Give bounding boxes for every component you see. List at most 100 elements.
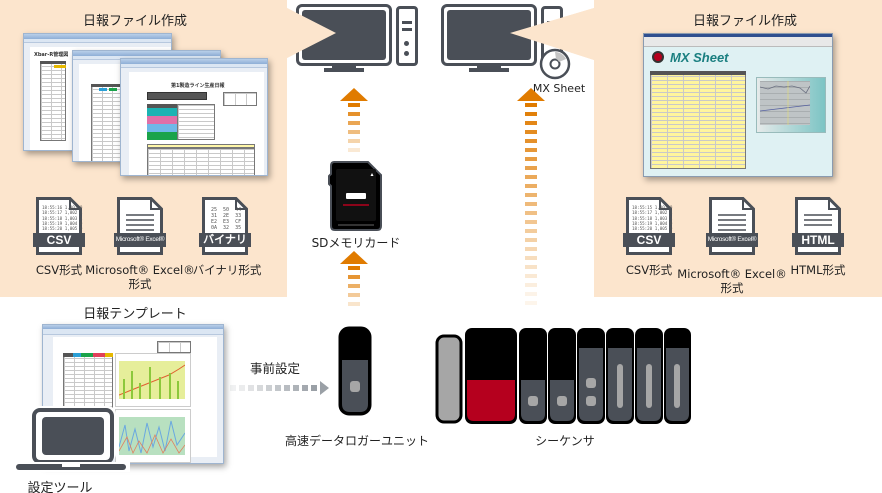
sequencer-label: シーケンサ [535, 434, 595, 448]
arrow-dash [525, 220, 537, 224]
sequencer-icon [435, 328, 691, 424]
arrow-dash [525, 238, 537, 242]
arrow-dash [525, 175, 537, 179]
xbar-r-sheet-title: Xbar-R管理図 [34, 52, 69, 58]
left-panel-title: 日報ファイル作成 [82, 14, 187, 29]
arrow-dash [239, 385, 245, 391]
arrow-head-icon [320, 381, 329, 395]
csv-content: 18:55:16 1,001 0 18:55:17 1,002 1 18:55:… [42, 205, 83, 232]
arrow-head-icon [340, 251, 368, 264]
excel-file-icon: Microsoft® Excel® [114, 197, 166, 255]
excel-format-label-line2: 形式 [128, 277, 152, 291]
arrow-dash [525, 103, 537, 107]
arrow-dash [311, 385, 317, 391]
template-title: 日報テンプレート [83, 307, 187, 322]
excel-file-icon: Microsoft® Excel® [706, 197, 758, 255]
arrow-dash [525, 229, 537, 233]
arrow-dash [525, 130, 537, 134]
data-logger-unit-label: 高速データロガーユニット [284, 434, 429, 448]
html-file-icon: HTML [792, 197, 844, 255]
excel-format-label-line1: Microsoft® Excel® [677, 267, 787, 281]
arrow-dash [293, 385, 299, 391]
arrow-dash [257, 385, 263, 391]
arrow-dash [525, 157, 537, 161]
template-window [42, 324, 224, 464]
mx-sheet-logo-text: MX Sheet [670, 50, 729, 65]
left-panel-pointer-overlay [287, 8, 336, 58]
laptop-icon [14, 406, 130, 472]
arrow-dash [525, 283, 537, 287]
arrow-dash [525, 112, 537, 116]
right-panel-title: 日報ファイル作成 [692, 14, 797, 29]
presetting-arrow [230, 381, 334, 395]
csv-band: CSV [33, 233, 85, 247]
binary-content: 25 50 44 31 2E 33 E2 E3 CF 0A 32 35 [211, 207, 242, 231]
arrow-dash [348, 284, 360, 288]
arrow-dash [525, 265, 537, 269]
arrow-dash [525, 301, 537, 305]
upload-arrow-sd-to-pc [339, 88, 369, 158]
setup-tool-label: 設定ツール [27, 481, 93, 493]
arrow-dash [525, 139, 537, 143]
arrow-dash [348, 103, 360, 107]
binary-format-label: バイナリ形式 [192, 263, 262, 277]
arrow-dash [348, 293, 360, 297]
mx-sheet-window: MX Sheet [643, 33, 833, 177]
arrow-dash [525, 148, 537, 152]
upload-arrow-logger-to-mx-sheet [516, 88, 546, 310]
binary-file-icon: 25 50 44 31 2E 33 E2 E3 CF 0A 32 35 バイナリ [199, 197, 251, 255]
arrow-dash [525, 166, 537, 170]
arrow-dash [348, 130, 360, 134]
arrow-dash [525, 256, 537, 260]
excel-format-label-line2: 形式 [720, 281, 744, 295]
csv-format-label: CSV形式 [35, 263, 83, 277]
arrow-dash [348, 266, 360, 270]
arrow-dash [525, 121, 537, 125]
arrow-dash [302, 385, 308, 391]
csv-file-icon: 18:55:15 1,001 0 18:55:17 1,002 1 18:55:… [623, 197, 675, 255]
arrow-head-icon [340, 88, 368, 101]
arrow-dash [284, 385, 290, 391]
production-sheet-title: 第1製造ライン生産日報 [171, 83, 225, 89]
html-format-label: HTML形式 [790, 263, 846, 277]
excel-band: Microsoft® Excel® [114, 233, 166, 247]
arrow-dash [348, 139, 360, 143]
right-panel-pointer-overlay [510, 8, 594, 60]
data-logger-unit-icon [338, 326, 372, 416]
csv-format-label: CSV形式 [625, 263, 673, 277]
arrow-dash [266, 385, 272, 391]
mx-sheet-label: MX Sheet [532, 82, 586, 95]
arrow-head-icon [517, 88, 545, 101]
arrow-dash [348, 275, 360, 279]
report-window-production: 第1製造ライン生産日報 [120, 58, 268, 176]
excel-format-label: Microsoft® Excel® 形式 [674, 267, 790, 295]
arrow-dash [348, 148, 360, 152]
arrow-dash [525, 202, 537, 206]
upload-arrow-logger-to-sd [339, 251, 369, 311]
arrow-dash [248, 385, 254, 391]
excel-band: Microsoft® Excel® [706, 233, 758, 247]
sd-card-icon [328, 161, 382, 231]
arrow-dash [525, 211, 537, 215]
csv-file-icon: 18:55:16 1,001 0 18:55:17 1,002 1 18:55:… [33, 197, 85, 255]
csv-content: 18:55:15 1,001 0 18:55:17 1,002 1 18:55:… [632, 205, 673, 232]
arrow-dash [230, 385, 236, 391]
arrow-dash [525, 184, 537, 188]
html-band: HTML [792, 233, 844, 247]
arrow-dash [275, 385, 281, 391]
arrow-dash [348, 121, 360, 125]
presetting-label: 事前設定 [249, 361, 300, 376]
csv-band: CSV [623, 233, 675, 247]
sd-card-label: SDメモリカード [311, 236, 401, 250]
excel-format-label-line1: Microsoft® Excel® [85, 263, 195, 277]
binary-band: バイナリ [199, 233, 251, 247]
arrow-dash [525, 292, 537, 296]
mx-sheet-cd-icon [539, 48, 571, 80]
arrow-dash [348, 112, 360, 116]
mx-sheet-logo-icon [652, 51, 664, 63]
arrow-dash [525, 247, 537, 251]
arrow-dash [525, 193, 537, 197]
excel-format-label: Microsoft® Excel® 形式 [82, 263, 198, 291]
arrow-dash [525, 274, 537, 278]
arrow-dash [348, 302, 360, 306]
